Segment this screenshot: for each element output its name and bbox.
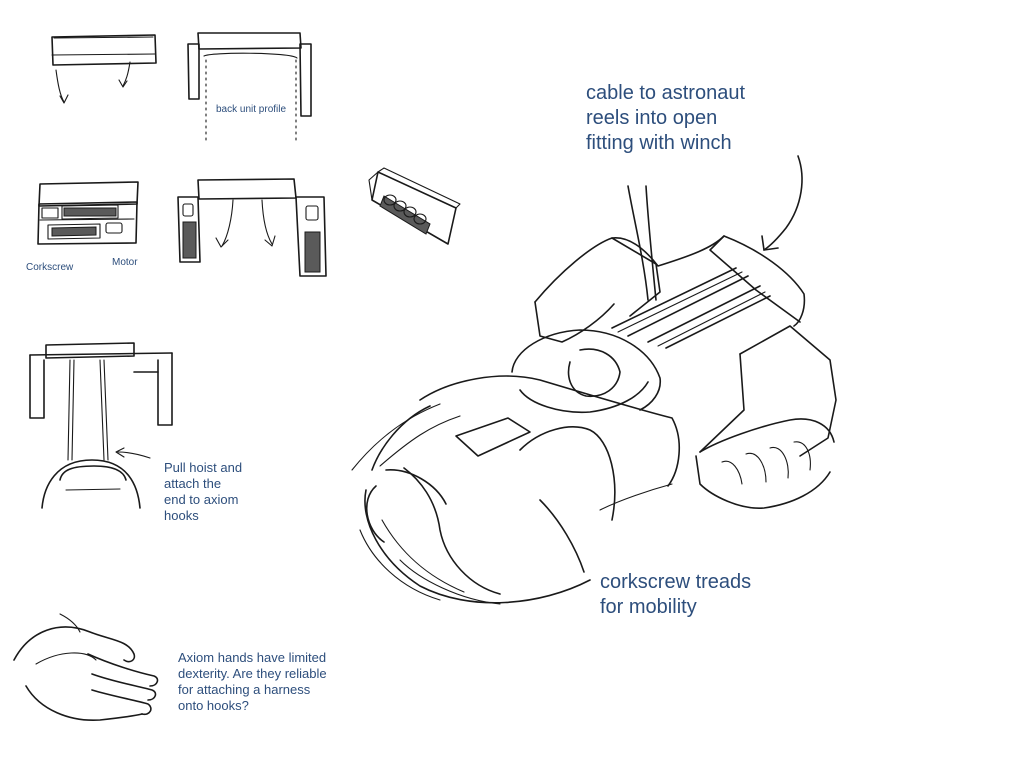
hoist-note: Pull hoist and attach the end to axiom h… <box>164 460 243 523</box>
motor-label: Motor <box>112 257 138 268</box>
back-unit-profile-label: back unit profile <box>216 104 287 115</box>
hoist-sketch <box>29 342 173 509</box>
hand-sketch <box>13 613 159 721</box>
hands-note: Axiom hands have limited dexterity. Are … <box>178 650 327 713</box>
treads-note: corkscrew treads for mobility <box>600 571 752 618</box>
corkscrew-motor-sketch <box>37 181 139 245</box>
isometric-corkscrew-sketch <box>368 167 461 245</box>
back-unit-profile-sketch <box>187 32 312 141</box>
cable-note: cable to astronaut reels into open fitti… <box>586 82 745 154</box>
corkscrew-label: Corkscrew <box>26 262 74 273</box>
top-unit-sketch <box>51 34 157 104</box>
robot-astronaut-sketch <box>351 235 837 605</box>
cable-sketch <box>627 155 803 301</box>
front-view-treads-sketch <box>177 178 327 277</box>
